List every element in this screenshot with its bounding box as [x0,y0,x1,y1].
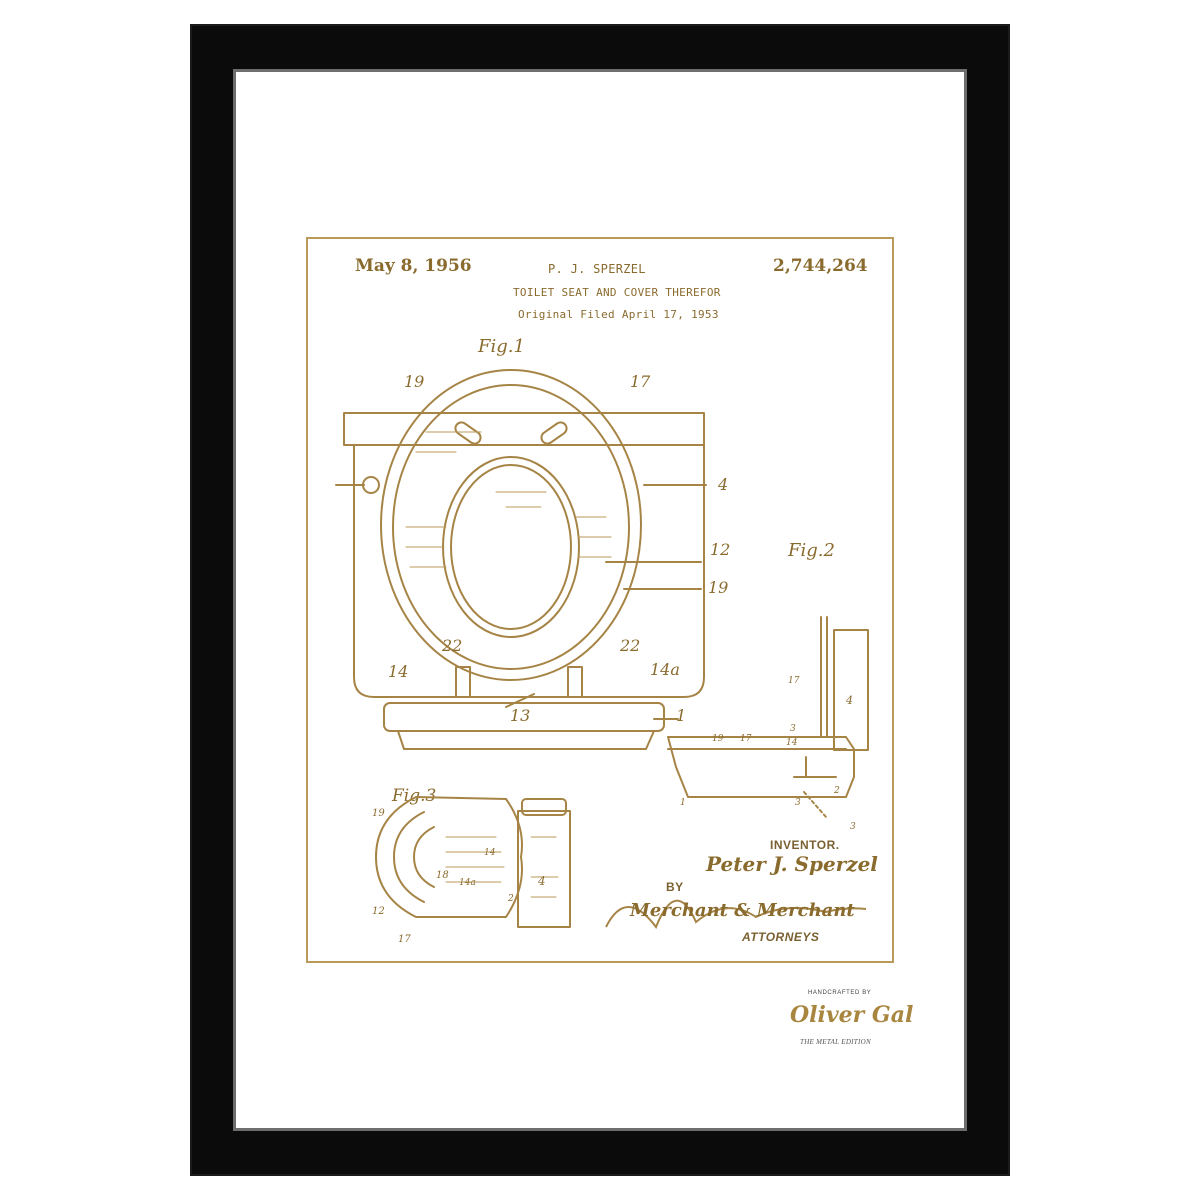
patent-drawing [335,369,869,930]
tank-lid [343,412,705,446]
fig1-ref: 19 [404,372,425,391]
attorney-signature-stroke [605,899,867,930]
fig2-ref: 3 [790,724,796,734]
fig2-ref: 3 [850,822,856,832]
flush-handle [362,476,380,494]
fig3-tank [517,810,571,928]
handcrafted-by-text: HANDCRAFTED BY [808,990,872,996]
fig3-ref: 12 [372,906,385,917]
inventor-signature: Peter J. Sperzel [706,852,878,876]
by-label: BY [666,880,684,894]
inventor-caption: INVENTOR. [770,838,840,852]
fig1-ref: 4 [718,475,729,494]
fig1-ref: 19 [708,578,729,597]
patent-border [306,237,894,963]
patent-number: 2,744,264 [773,256,868,276]
fig1-ref: 22 [620,636,641,655]
fig2-ref: 17 [740,734,752,744]
patent-date: May 8, 1956 [355,256,472,276]
fig2-ref: 1 [680,798,686,808]
fig3-ref: 4 [538,874,546,888]
patent-filed-date: Original Filed April 17, 1953 [518,308,719,321]
fig2-ref: 3 [795,798,801,808]
fig1-ref: 12 [710,540,731,559]
fig2-ref: 19 [712,734,724,744]
fig1-ref: 1 [676,706,687,725]
attorney-signature: Merchant & Merchant [630,900,855,921]
fig2-ref: 4 [846,694,853,707]
seat-opening [442,456,580,638]
attorneys-caption: ATTORNEYS [742,930,820,944]
fig3-ref: 2 [508,894,514,904]
oliver-gal-logo: Oliver Gal [790,1002,914,1028]
fig2-ref: 14 [786,738,798,748]
fig3-ref: 17 [398,934,411,945]
seat-outer [380,369,642,681]
fig2-ref: 2 [834,786,840,796]
fig1-ref: 13 [510,706,531,725]
patent-title: TOILET SEAT AND COVER THEREFOR [513,286,721,299]
fig2-label: Fig.2 [788,540,835,561]
fig3-ref: 14 [484,848,496,858]
fig3-seat [375,796,523,918]
fig2-tank [833,629,869,751]
bowl-rim [383,702,665,732]
fig3-ref: 18 [436,870,449,881]
inventor-header: P. J. SPERZEL [548,262,646,276]
fig1-ref: 22 [442,636,463,655]
fig3-ref: 19 [372,808,385,819]
fig1-ref: 14 [388,662,409,681]
seat-inner [392,384,630,670]
fig2-bowl [667,736,855,798]
fig3-label: Fig.3 [392,786,437,806]
fig2-ref: 17 [788,676,800,686]
fig1-label: Fig.1 [478,336,525,357]
metal-edition-text: THE METAL EDITION [800,1038,871,1046]
fig1-ref: 17 [630,372,651,391]
fig1-ref: 14a [650,660,680,679]
white-mat [236,72,964,1128]
fig3-ref: 14a [459,878,476,888]
